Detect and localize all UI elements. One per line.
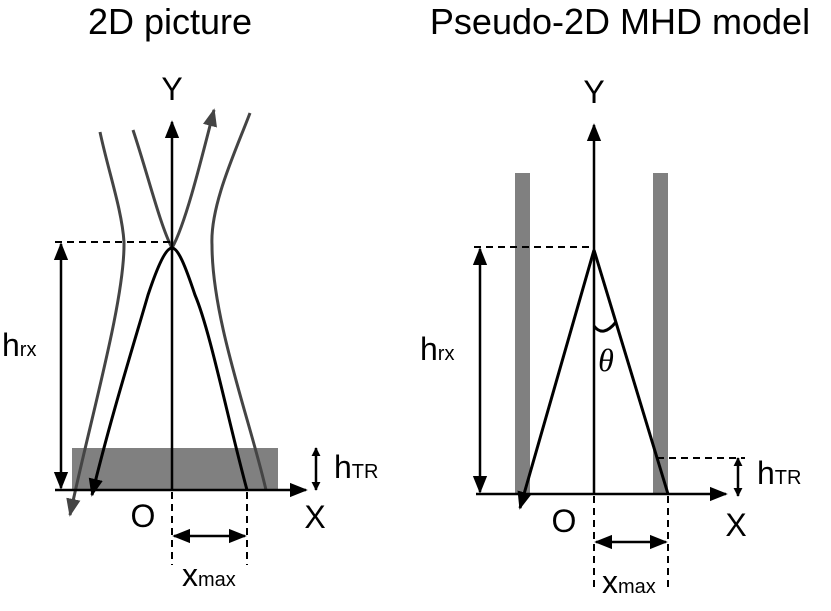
right-xmax-label: xmax	[602, 564, 656, 600]
left-panel-title: 2D picture	[88, 1, 252, 42]
left-origin-label: O	[131, 498, 156, 534]
left-htr-label: hTR	[334, 449, 378, 485]
right-origin-label: O	[552, 503, 577, 539]
right-y-axis-label: Y	[583, 74, 604, 110]
left-field-line-2	[131, 108, 217, 252]
left-panel: 2D picture Y X O hrx hTR xmax	[2, 1, 378, 593]
left-y-axis-label: Y	[161, 71, 182, 107]
left-x-axis-label: X	[304, 499, 325, 535]
left-hrx-label: hrx	[2, 327, 36, 363]
right-hrx-label: hrx	[420, 331, 454, 367]
right-panel: Pseudo-2D MHD model Y X O θ hrx hTR	[420, 1, 810, 600]
right-angle-label: θ	[598, 342, 614, 378]
right-column-left	[515, 173, 530, 494]
right-x-axis-label: X	[725, 507, 746, 543]
left-field-line-1	[66, 131, 126, 517]
right-htr-label: hTR	[757, 455, 801, 491]
right-panel-title: Pseudo-2D MHD model	[430, 1, 810, 42]
left-field-line-3	[210, 112, 268, 491]
right-loop-right-leg	[592, 249, 670, 495]
right-column-right	[653, 173, 668, 494]
right-loop-left-leg	[517, 249, 596, 510]
right-angle-arc	[592, 321, 618, 333]
left-xmax-label: xmax	[182, 557, 236, 593]
